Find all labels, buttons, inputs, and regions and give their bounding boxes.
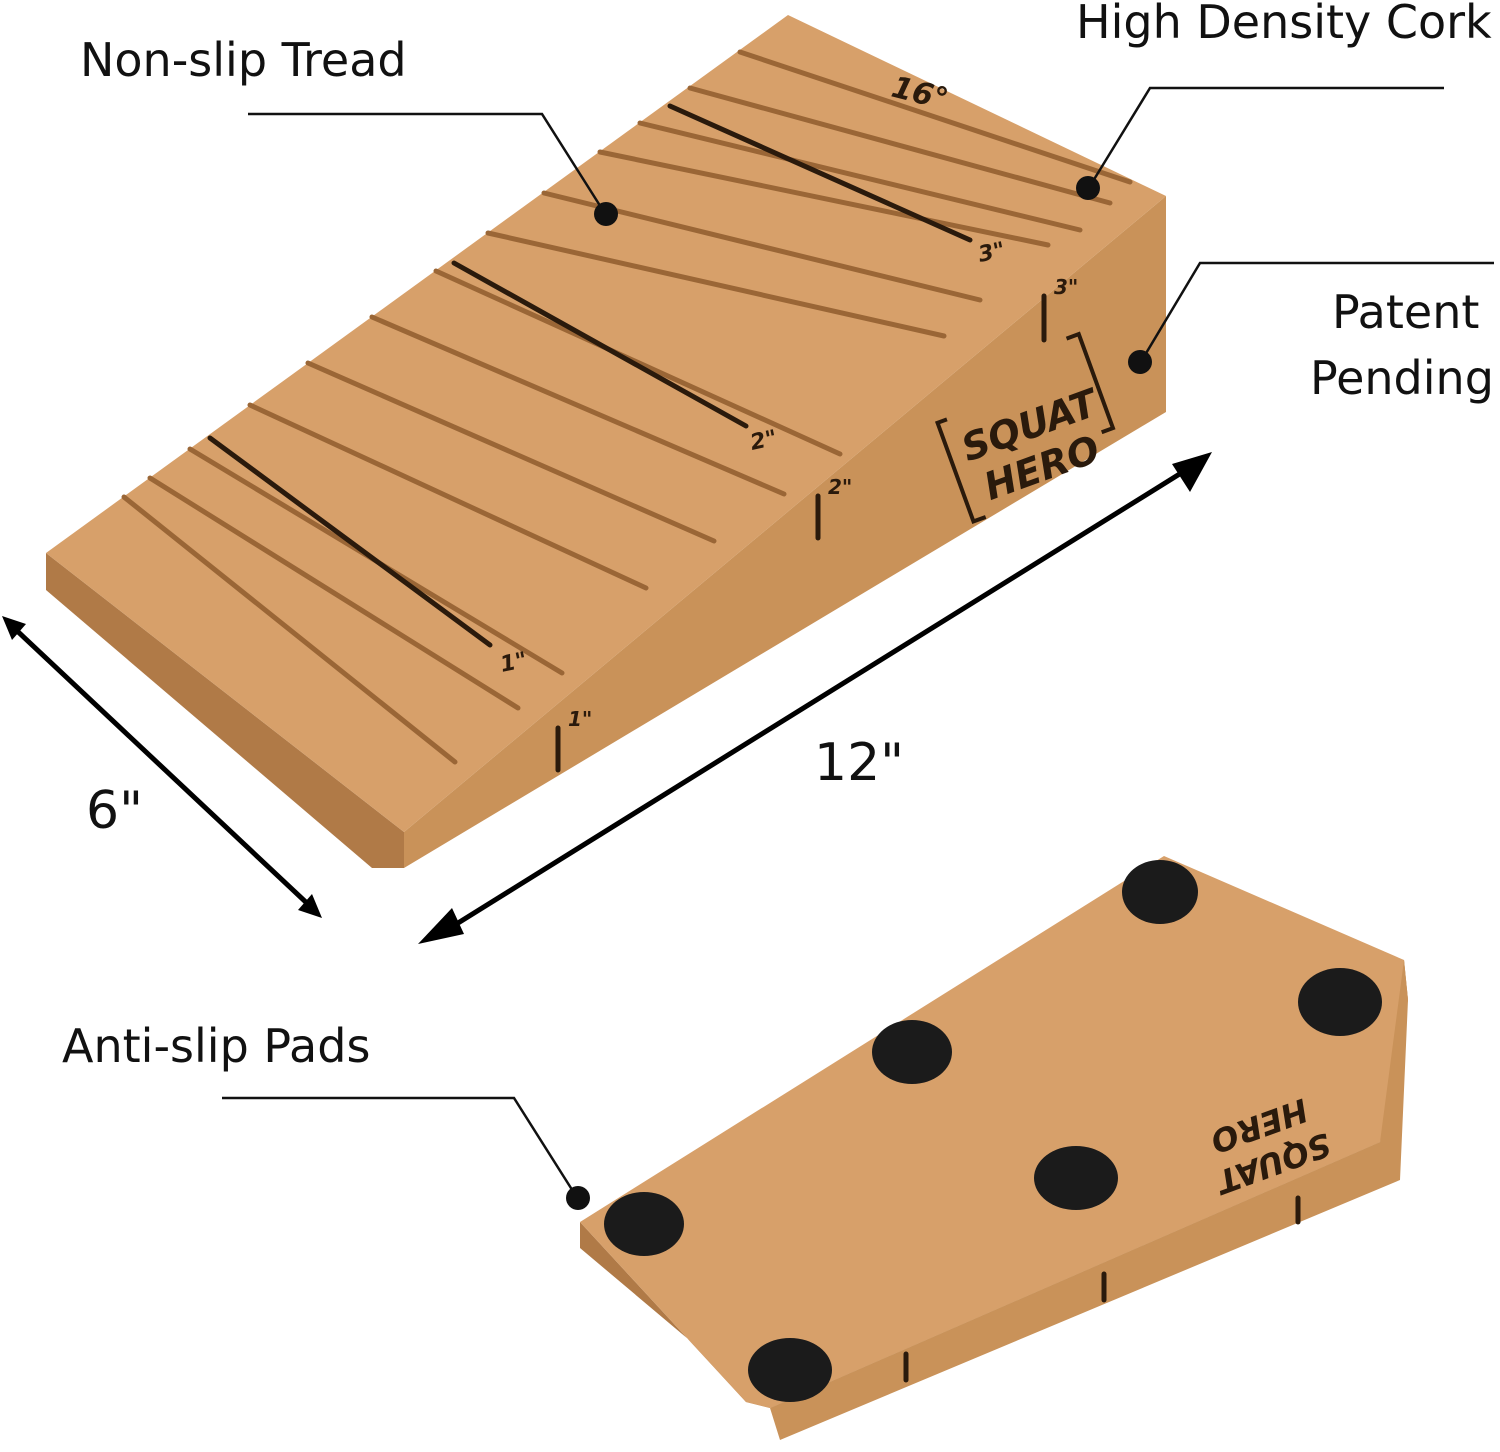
label-patent-line1: Patent: [1332, 285, 1479, 339]
wedge-side-face: [404, 196, 1166, 868]
length-label: 12": [814, 733, 904, 793]
tread-label-1in: 1": [498, 648, 529, 678]
wedge-front-edge: [46, 553, 404, 868]
label-non-slip-tread: Non-slip Tread: [80, 33, 407, 87]
label-patent-line2: Pending: [1310, 351, 1494, 405]
wedge2-bottom-surface: [580, 856, 1408, 1408]
anti-slip-pad: [604, 1192, 684, 1256]
wedge-tread-surface: [46, 15, 1166, 832]
tread-label-3in: 3": [976, 238, 1007, 268]
side-label-2in: 2": [828, 475, 852, 499]
anti-slip-pad: [872, 1020, 952, 1084]
side-label-1in: 1": [568, 707, 592, 731]
tread-mark-1in: [207, 435, 493, 648]
callout-non-slip-tread: Non-slip Tread: [80, 33, 618, 226]
tread-label-2in: 2": [748, 426, 779, 456]
label-anti-slip-pads: Anti-slip Pads: [62, 1019, 370, 1073]
tread-mark-2in: [451, 260, 749, 429]
callout-anti-slip-pads: Anti-slip Pads: [62, 1019, 590, 1210]
wedge-top-view: 1" 2" 3" 16° 1" 2" 3" SQUAT HERO: [46, 15, 1166, 868]
callout-high-density-cork: High Density Cork: [1076, 0, 1492, 200]
anti-slip-pad: [1034, 1146, 1118, 1210]
length-dimension: 12": [418, 452, 1212, 944]
callout-patent-pending: Patent Pending: [1128, 261, 1494, 405]
label-high-density-cork: High Density Cork: [1076, 0, 1492, 49]
width-label: 6": [86, 781, 143, 841]
anti-slip-pad: [1122, 860, 1198, 924]
anti-slip-pad: [748, 1338, 832, 1402]
width-dimension: 6": [2, 616, 322, 918]
wedge2-ramp-face: [770, 960, 1408, 1440]
wedge-bottom-view: SQUAT HERO: [580, 856, 1408, 1440]
anti-slip-pad: [1298, 968, 1382, 1036]
side-label-3in: 3": [1054, 275, 1078, 299]
tread-mark-3in: [667, 103, 973, 243]
